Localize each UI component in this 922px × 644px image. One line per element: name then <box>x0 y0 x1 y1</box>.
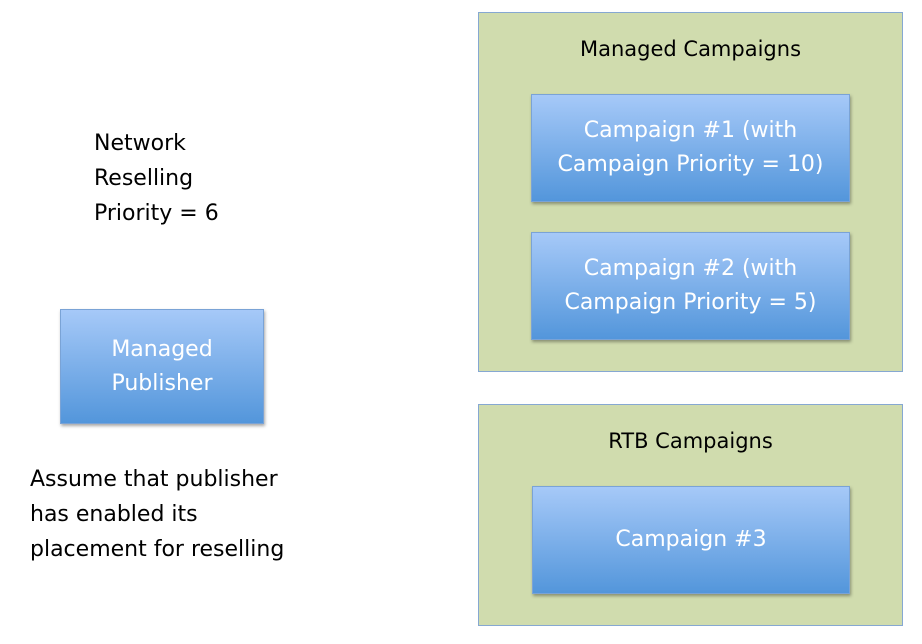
campaign-1-box: Campaign #1 (with Campaign Priority = 10… <box>531 94 850 202</box>
network-reselling-priority-text: Network Reselling Priority = 6 <box>94 131 219 226</box>
assumption-text: Assume that publisher has enabled its pl… <box>30 467 285 562</box>
campaign-2-box: Campaign #2 (with Campaign Priority = 5) <box>531 232 850 340</box>
rtb-campaigns-title: RTB Campaigns <box>608 429 773 453</box>
campaign-3-box: Campaign #3 <box>532 486 850 594</box>
managed-campaigns-title: Managed Campaigns <box>579 37 802 61</box>
managed-publisher-box: Managed Publisher <box>60 309 264 424</box>
